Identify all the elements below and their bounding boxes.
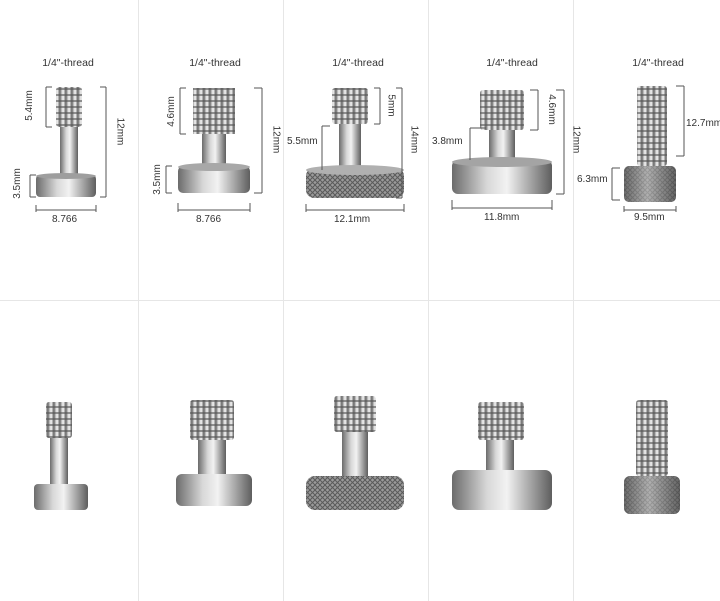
dim-label: 12.7mm	[686, 118, 720, 129]
dim-label: 6.3mm	[577, 174, 608, 185]
thread-label: 1/4"-thread	[189, 57, 241, 69]
screw-1-top	[36, 87, 96, 197]
thread-label: 1/4"-thread	[632, 57, 684, 69]
screw-3-bottom	[306, 396, 404, 510]
screw-4-bottom	[452, 402, 552, 510]
dim-label: 12mm	[570, 125, 582, 154]
dim-label: 4.6mm	[545, 94, 557, 125]
screw-5-bottom	[624, 400, 680, 514]
thread-label: 1/4"-thread	[486, 57, 538, 69]
dimension-lines	[29, 85, 685, 212]
dim-label: 12mm	[270, 125, 282, 154]
dim-label: 5mm	[385, 94, 397, 117]
screw-2-top	[178, 88, 250, 193]
dim-label: 11.8mm	[484, 212, 520, 223]
dim-label: 3.8mm	[432, 136, 463, 147]
dim-label: 9.5mm	[634, 212, 665, 223]
screw-1-bottom	[34, 402, 88, 510]
dim-label: 8.766	[52, 214, 78, 225]
screw-2-bottom	[176, 400, 252, 506]
dim-label: 3.5mm	[151, 164, 163, 195]
dim-label: 8.766	[196, 214, 222, 225]
grid-divider	[0, 300, 720, 301]
dim-label: 14mm	[408, 125, 420, 154]
dim-label: 5.4mm	[23, 90, 35, 121]
screw-5-top	[624, 86, 676, 202]
dim-label: 12mm	[114, 117, 126, 146]
dim-label: 5.5mm	[287, 136, 318, 147]
dim-label: 12.1mm	[334, 214, 371, 225]
dim-label: 3.5mm	[11, 168, 23, 199]
dim-label: 4.6mm	[165, 96, 177, 127]
screw-4-top	[452, 90, 552, 194]
thread-label: 1/4"-thread	[42, 57, 94, 69]
screw-3-top	[306, 88, 404, 198]
thread-label: 1/4"-thread	[332, 57, 384, 69]
